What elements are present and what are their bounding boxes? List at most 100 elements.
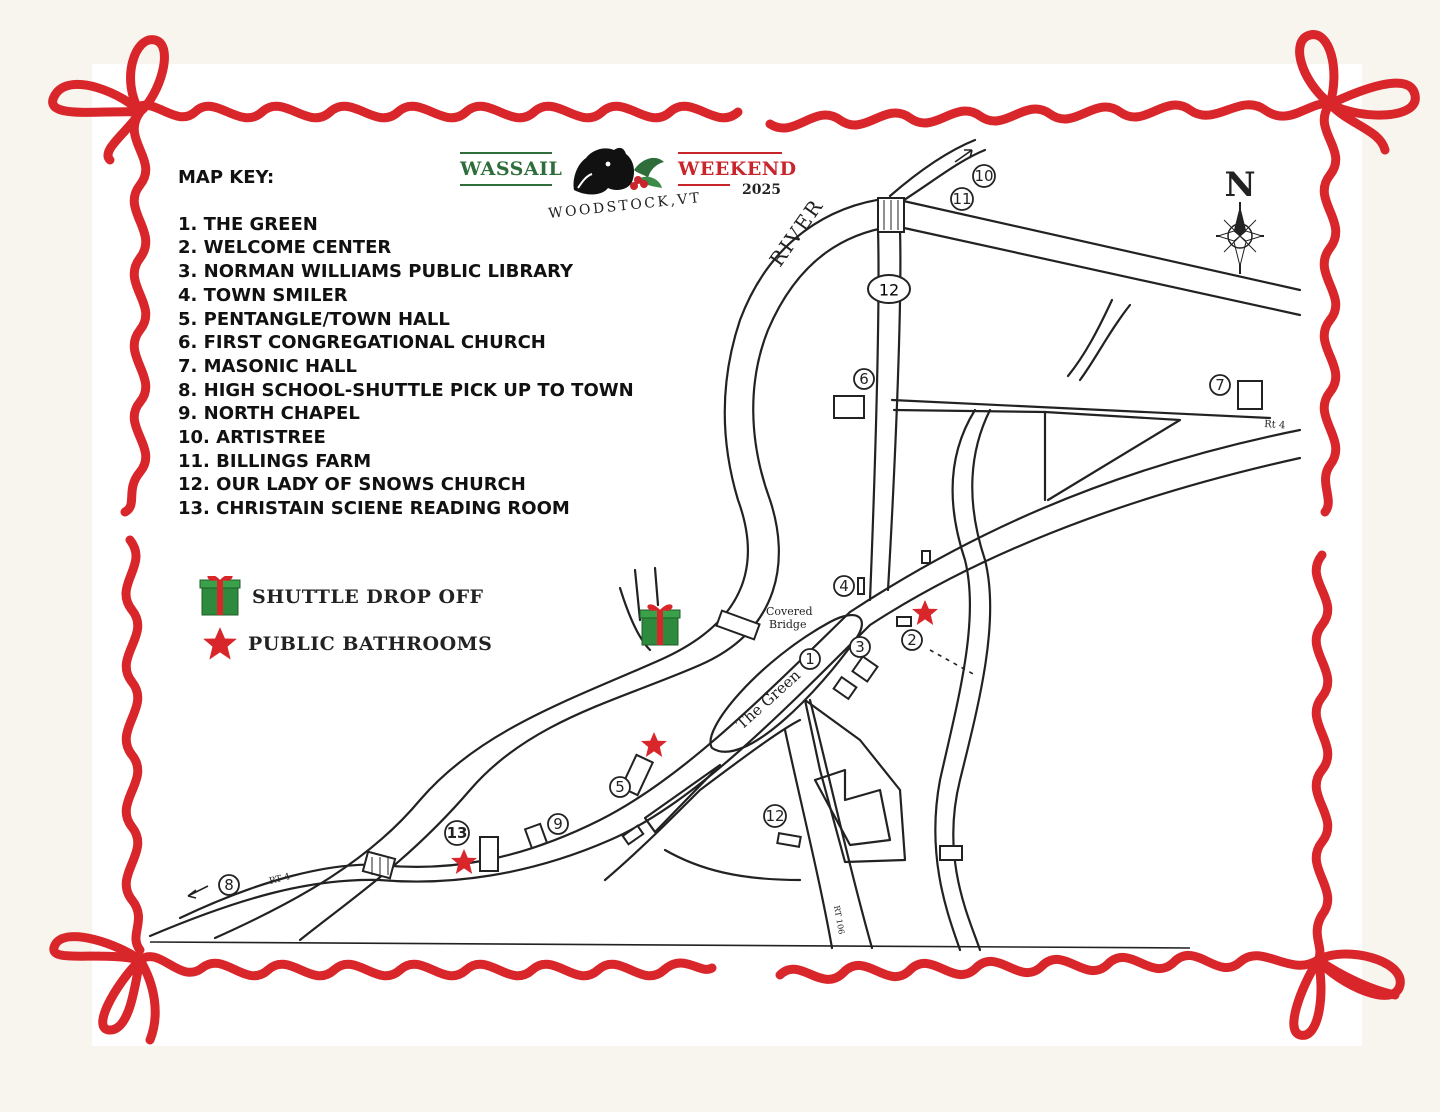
list-item: 4. TOWN SMILER [178,284,348,306]
svg-text:6: 6 [859,370,869,388]
building-9 [523,822,549,850]
marker-6[interactable]: 6 [853,368,875,390]
legend-shuttle-label: SHUTTLE DROP OFF [252,586,484,608]
map-card [92,64,1362,1046]
bathroom-star-town-hall[interactable] [641,732,667,757]
marker-8[interactable]: 8 [218,874,240,896]
svg-text:5: 5 [615,778,625,796]
map-key: MAP KEY: 1. THE GREEN 2. WELCOME CENTER … [178,166,634,521]
rt4-east-label: Rt 4 [1264,419,1286,431]
road-rt4-east-connector [890,398,1272,420]
list-item: 10. ARTISTREE [178,427,326,449]
logo-year: 2025 [742,182,781,198]
compass-icon: N [1216,165,1264,274]
route-4-south [148,456,1302,938]
legend-bathrooms-label: PUBLIC BATHROOMS [248,633,493,655]
map-baseline [149,941,1191,949]
bridge-west [361,850,397,880]
road-diagonal [1043,410,1182,502]
list-item: 13. CHRISTAIN SCIENE READING ROOM [178,498,570,520]
list-item: 7. MASONIC HALL [178,355,357,377]
road-rt4-east-connector-2 [892,408,1047,502]
road-north-chapel [618,586,652,652]
svg-text:13: 13 [447,824,468,842]
rt4-west-label: RT 4 [268,872,291,887]
gift-icon [199,576,241,616]
list-item: 11. BILLINGS FARM [178,450,372,472]
svg-text:7: 7 [1215,376,1225,394]
list-item: 3. NORMAN WILLIAMS PUBLIC LIBRARY [178,261,574,283]
svg-text:4: 4 [839,577,849,595]
svg-text:1: 1 [805,650,815,668]
list-item: 6. FIRST CONGREGATIONAL CHURCH [178,332,546,354]
svg-text:10: 10 [974,167,993,185]
list-item: 9. NORTH CHAPEL [178,403,360,425]
building-7 [1237,380,1263,410]
arrow-west [187,885,209,899]
list-item: 5. PENTANGLE/TOWN HALL [178,308,450,330]
list-item: 8. HIGH SCHOOL-SHUTTLE PICK UP TO TOWN [178,379,634,401]
svg-text:2: 2 [907,631,917,649]
building-13 [479,836,499,872]
marker-13[interactable]: 13 [444,820,470,846]
building-2 [896,616,912,627]
marker-10[interactable]: 10 [972,164,996,188]
rt106-label: RT 106 [832,905,846,935]
road-triangle [643,763,722,834]
horse-icon [573,147,664,195]
road-to-billings [888,138,977,198]
dotted-path [929,649,976,676]
road-lower [663,848,802,882]
river-bank-east [298,224,1302,942]
road-northwest-2 [653,566,660,607]
star-icon [203,627,237,660]
marker-7[interactable]: 7 [1209,374,1231,396]
svg-text:9: 9 [553,815,563,833]
bridge-east [939,845,963,861]
covered-label-2: Bridge [769,618,806,631]
marker-4[interactable]: 4 [833,575,855,597]
building-e [921,550,931,564]
marker-3[interactable]: 3 [849,636,871,658]
building-small [621,824,645,846]
legend-shuttle: SHUTTLE DROP OFF [198,576,484,618]
bridge-route-12 [877,197,905,233]
covered-label-1: Covered [766,605,813,618]
road-upper-loop [1078,303,1132,382]
shuttle-gift-map[interactable] [639,603,681,646]
marker-12[interactable]: 12 [763,804,787,828]
map-key-title: MAP KEY: [178,167,275,188]
route-12-shield: 12 [867,274,911,304]
building-6 [833,395,865,419]
list-item: 1. THE GREEN [178,213,318,235]
legend-bathrooms: PUBLIC BATHROOMS [202,626,492,662]
logo-wassail: WASSAIL [460,158,563,180]
svg-text:12: 12 [765,807,784,825]
covered-bridge-main [715,609,761,641]
svg-text:8: 8 [224,876,234,894]
bathroom-star-welcome[interactable] [912,600,938,625]
list-item: 12. OUR LADY OF SNOWS CHURCH [178,474,526,496]
arrow-north [954,149,973,163]
svg-text:12: 12 [879,281,899,300]
route-12-west [868,228,880,602]
the-green [709,614,863,753]
marker-5[interactable]: 5 [609,776,631,798]
building-3a [832,675,858,701]
river-east-bank-a [952,408,992,952]
building-4 [857,577,865,595]
road-church-st [603,718,802,882]
list-item: 2. WELCOME CENTER [178,237,392,259]
route-4-north [178,428,1302,920]
marker-2[interactable]: 2 [901,629,923,651]
route-12-east [886,228,902,592]
road-northwest-1 [633,568,642,622]
marker-11[interactable]: 11 [950,187,974,211]
ribbon-border [48,30,1420,1045]
block-inner [813,768,892,847]
block-center [803,698,907,864]
road-upper-loop-2 [1066,298,1114,378]
marker-9[interactable]: 9 [547,813,569,835]
marker-1[interactable]: 1 [799,648,821,670]
